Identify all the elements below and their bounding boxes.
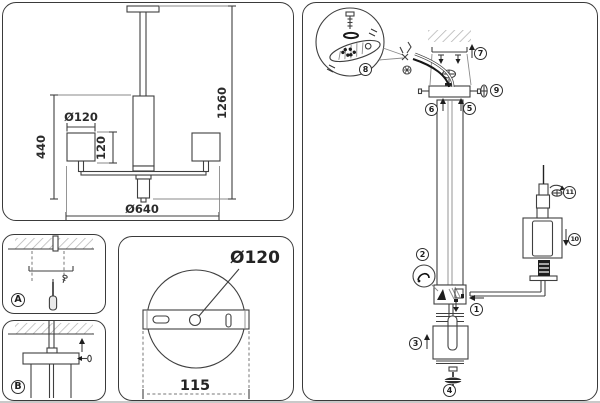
part-7-badge: 7 bbox=[474, 47, 487, 60]
screw-icon-9 bbox=[480, 84, 488, 98]
part-8-badge: 8 bbox=[359, 63, 372, 76]
mounting-plate-panel: Ø120 115 bbox=[118, 236, 294, 401]
step-a-badge: A bbox=[11, 293, 25, 307]
dim-total-height: 1260 bbox=[153, 5, 236, 200]
drop-height-label: 440 bbox=[34, 135, 48, 159]
slot-right bbox=[225, 313, 232, 328]
ceiling-mount bbox=[126, 5, 160, 13]
bracket-screw-left bbox=[438, 54, 444, 64]
supply-wires bbox=[412, 52, 455, 88]
lamp-shade-left bbox=[66, 132, 96, 162]
screw-icon bbox=[62, 274, 68, 284]
bottom-socket bbox=[447, 315, 458, 351]
dimension-drawing-panel: Ø120 440 120 bbox=[2, 2, 294, 221]
column-tube bbox=[436, 99, 464, 286]
dim-shade-diameter: Ø120 bbox=[64, 110, 98, 132]
total-width-label: Ø640 bbox=[125, 202, 159, 216]
screw-spacing-label: 115 bbox=[180, 378, 210, 394]
right-connector-stack bbox=[535, 165, 551, 209]
part-2-badge: 2 bbox=[416, 248, 429, 261]
step-b-drawing bbox=[8, 321, 94, 398]
step-b-panel: B bbox=[2, 320, 106, 401]
step-a-panel: A bbox=[2, 234, 106, 314]
part-11-badge: 11 bbox=[563, 186, 576, 199]
center-column bbox=[132, 95, 155, 203]
step-b-badge: B bbox=[11, 380, 25, 394]
part-5-badge: 5 bbox=[463, 102, 476, 115]
mounting-bracket bbox=[28, 266, 74, 272]
canopy-screw-right bbox=[470, 88, 482, 95]
exploded-assembly-drawing bbox=[315, 7, 569, 387]
lift-arrow bbox=[79, 338, 85, 352]
hanger-rods bbox=[30, 364, 72, 398]
terminal-block-icon bbox=[329, 39, 381, 63]
drill-guides-dashed bbox=[31, 251, 65, 283]
bracket-screw-right bbox=[455, 54, 461, 64]
hub-bottom-screw bbox=[453, 299, 459, 312]
washer-icon bbox=[343, 31, 359, 40]
part-9-badge: 9 bbox=[490, 84, 503, 97]
canopy-plate bbox=[22, 352, 80, 365]
asterisk-mark bbox=[402, 65, 412, 75]
right-shade bbox=[522, 207, 563, 259]
part-10-badge: 10 bbox=[568, 233, 581, 246]
part-1-badge: 1 bbox=[470, 303, 483, 316]
arrow-down-10 bbox=[563, 229, 569, 246]
shade-height-label: 120 bbox=[94, 136, 108, 160]
dim-total-width: Ø640 bbox=[65, 166, 220, 220]
lamp-shade-right bbox=[191, 132, 221, 162]
bottom-shade bbox=[432, 325, 469, 360]
keyhole-slot-left bbox=[152, 315, 170, 324]
arrow-left-1 bbox=[469, 295, 484, 301]
plate-diameter-leader: Ø120 bbox=[198, 248, 280, 317]
cross-arm bbox=[77, 160, 210, 176]
arrow-up-3 bbox=[424, 334, 430, 349]
arm-socket-assembly bbox=[529, 260, 558, 282]
part-4-badge: 4 bbox=[443, 384, 456, 397]
ceiling-hatch bbox=[8, 235, 94, 252]
arrow-up-6 bbox=[440, 98, 446, 111]
total-height-label: 1260 bbox=[215, 87, 229, 119]
arrow-up-7 bbox=[469, 44, 475, 58]
wire-connector-detail-balloon bbox=[315, 7, 404, 77]
finial-parts bbox=[436, 360, 464, 387]
mounting-strap bbox=[142, 309, 250, 330]
mounting-plate-drawing: Ø120 115 bbox=[142, 248, 280, 399]
center-hole bbox=[188, 313, 202, 327]
dim-shade-height: 120 bbox=[94, 131, 117, 164]
ceiling-hatch bbox=[428, 30, 471, 42]
lamp-front-view-drawing: Ø120 440 120 bbox=[34, 5, 236, 220]
shade-diameter-label: Ø120 bbox=[64, 110, 98, 124]
wire-splice-mark bbox=[399, 41, 412, 75]
arm-hub bbox=[433, 284, 467, 305]
side-screw-icon bbox=[77, 354, 92, 363]
canopy-screw-left bbox=[417, 88, 429, 95]
part-3-badge: 3 bbox=[409, 337, 422, 350]
hub-detail-circle bbox=[412, 264, 439, 292]
terminal-screw-icon bbox=[345, 11, 355, 29]
plate-diameter-label: Ø120 bbox=[230, 248, 280, 268]
exploded-view-panel: 1 2 3 4 5 6 7 8 9 10 11 bbox=[302, 2, 598, 401]
dim-screw-spacing: 115 bbox=[142, 331, 250, 399]
screwdriver-icon bbox=[48, 279, 58, 311]
dim-drop-height: 440 bbox=[34, 94, 131, 200]
arrow-up-5 bbox=[458, 98, 464, 111]
page-bottom-edge bbox=[0, 401, 600, 403]
lamp-arm bbox=[469, 280, 546, 297]
step-a-drawing bbox=[8, 235, 94, 311]
mounting-bracket bbox=[429, 47, 472, 86]
hanger-rods bbox=[139, 12, 147, 96]
part-6-badge: 6 bbox=[425, 103, 438, 116]
rotate-screw-icon-11 bbox=[549, 184, 565, 197]
ceiling-hatch bbox=[8, 323, 94, 335]
finial-screw-icon bbox=[444, 372, 462, 387]
